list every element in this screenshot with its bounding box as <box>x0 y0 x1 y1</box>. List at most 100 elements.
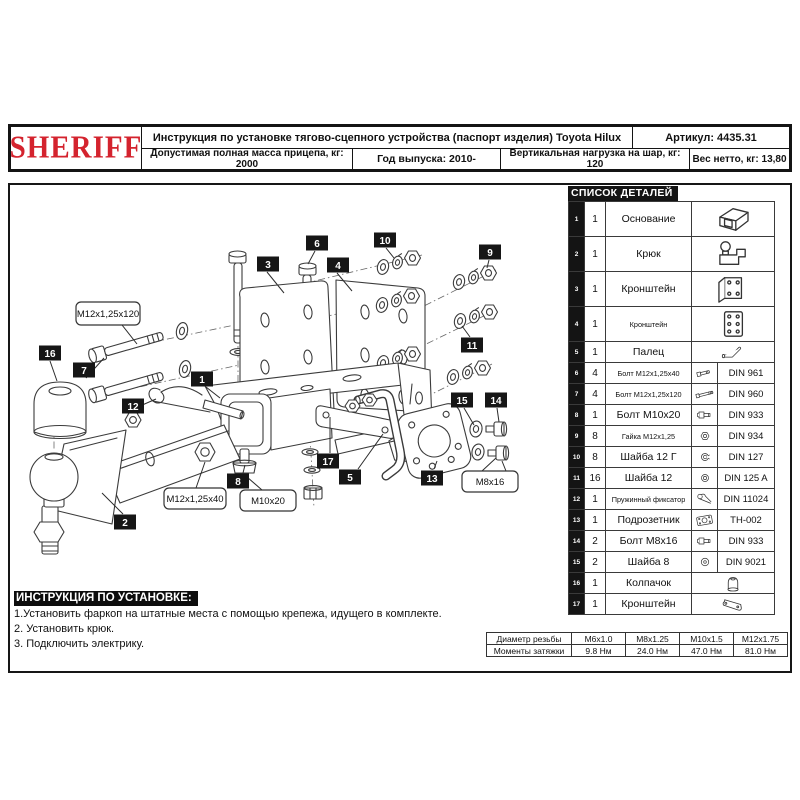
torque-label: Моменты затяжки <box>486 644 572 657</box>
long-bolt-upper <box>88 332 164 364</box>
part-icon-base <box>691 201 775 237</box>
part-number: 4 <box>568 306 585 342</box>
part-icon-bolt-long <box>691 383 718 405</box>
part-number: 12 <box>568 488 585 510</box>
callout-number: 13 <box>426 474 438 485</box>
callout-15: 15 <box>451 392 473 408</box>
trailer-mass-cell: Допустимая полная масса прицепа, кг: 200… <box>141 148 353 170</box>
part-name: Болт M8x16 <box>605 530 692 552</box>
callout-number: 12 <box>127 402 139 413</box>
part-number: 2 <box>568 236 585 272</box>
part-number: 15 <box>568 551 585 573</box>
part-name: Кронштейн <box>605 271 692 307</box>
part-icon-bolt-small <box>691 362 718 384</box>
part-din: DIN 961 <box>717 362 775 384</box>
part-qty: 4 <box>584 383 606 405</box>
part-icon-spring-washer <box>691 446 718 468</box>
part-name: Крюк <box>605 236 692 272</box>
instructions-title: ИНСТРУКЦИЯ ПО УСТАНОВКЕ: <box>14 591 198 606</box>
part-name: Колпачок <box>605 572 692 594</box>
callout-number: 2 <box>122 518 128 529</box>
doc-title-cell: Инструкция по установке тягово-сцепного … <box>141 126 633 149</box>
callout-number: 15 <box>456 396 468 407</box>
callout-10: 10 <box>374 232 396 248</box>
callout-number: 7 <box>81 366 87 377</box>
part-din: DIN 933 <box>717 530 775 552</box>
callout-16: 16 <box>39 345 61 361</box>
part-name: Болт M12x1,25x120 <box>605 383 692 405</box>
part-number: 6 <box>568 362 585 384</box>
parts-list-title: СПИСОК ДЕТАЛЕЙ <box>568 186 678 201</box>
part-number: 14 <box>568 530 585 552</box>
m10-washer-stack <box>301 448 323 500</box>
part-qty: 1 <box>584 593 606 615</box>
part-qty: 1 <box>584 201 606 237</box>
part-name: Болт M12x1,25x40 <box>605 362 692 384</box>
callout-12: 12 <box>122 398 144 414</box>
m8-hardware <box>469 420 510 461</box>
callout-number: 8 <box>235 477 241 488</box>
part-qty: 4 <box>584 362 606 384</box>
torque-row-moments: Моменты затяжки 9.8 Нм 24.0 Нм 47.0 Нм 8… <box>486 644 788 657</box>
part-qty: 1 <box>584 341 606 363</box>
callout-4: 4 <box>327 257 349 273</box>
part-icon-bolt-stub <box>691 530 718 552</box>
article-cell: Артикул: 4435.31 <box>632 126 790 149</box>
torque-row-diameter: Диаметр резьбы M6x1.0 M8x1.25 M10x1.5 M1… <box>486 632 788 645</box>
part-name: Кронштейн <box>605 306 692 342</box>
part-name: Основание <box>605 201 692 237</box>
part-icon-socket-plate <box>691 509 718 531</box>
thread-label-text: M12x1,25x40 <box>166 494 223 505</box>
thread-label-2: M10x20 <box>239 489 297 512</box>
torque-value: 81.0 Нм <box>733 644 788 657</box>
callout-number: 3 <box>265 260 271 271</box>
part-name: Шайба 8 <box>605 551 692 573</box>
washer-upper-hole <box>178 326 186 336</box>
part-number: 3 <box>568 271 585 307</box>
callout-17: 17 <box>317 453 339 469</box>
part-din: DIN 125 A <box>717 467 775 489</box>
part-icon-clip <box>691 488 718 510</box>
instruction-step: 3. Подключить электрику. <box>14 637 145 650</box>
part-name: Шайба 12 Г <box>605 446 692 468</box>
part-icon-washer-flat <box>691 551 718 573</box>
callout-14: 14 <box>485 392 507 408</box>
part-name: Подрозетник <box>605 509 692 531</box>
ball-cap <box>33 381 87 440</box>
part-name: Кронштейн <box>605 593 692 615</box>
part-icon-hook <box>691 236 775 272</box>
callout-5: 5 <box>339 469 361 485</box>
thread-label-1: M12x1,25x40 <box>163 487 227 510</box>
torque-value: 9.8 Нм <box>571 644 626 657</box>
thread-label-text: M12x1,25x120 <box>77 309 139 320</box>
callout-number: 4 <box>335 261 341 272</box>
part-qty: 1 <box>584 236 606 272</box>
leader-lines <box>49 247 507 515</box>
part-din: DIN 933 <box>717 404 775 426</box>
article-number: Артикул: 4435.31 <box>665 131 757 144</box>
washer-lower-hole <box>181 364 189 374</box>
production-year: Год выпуска: 2010- <box>377 153 476 165</box>
part-qty: 8 <box>584 446 606 468</box>
brand-cell: SHERIFF <box>10 126 142 170</box>
callout-number: 16 <box>44 349 56 360</box>
year-cell: Год выпуска: 2010- <box>352 148 501 170</box>
washer-lower <box>178 360 192 378</box>
part-number: 1 <box>568 201 585 237</box>
part-din: DIN 934 <box>717 425 775 447</box>
part-qty: 1 <box>584 572 606 594</box>
part-icon-nut <box>691 425 718 447</box>
part-number: 9 <box>568 425 585 447</box>
